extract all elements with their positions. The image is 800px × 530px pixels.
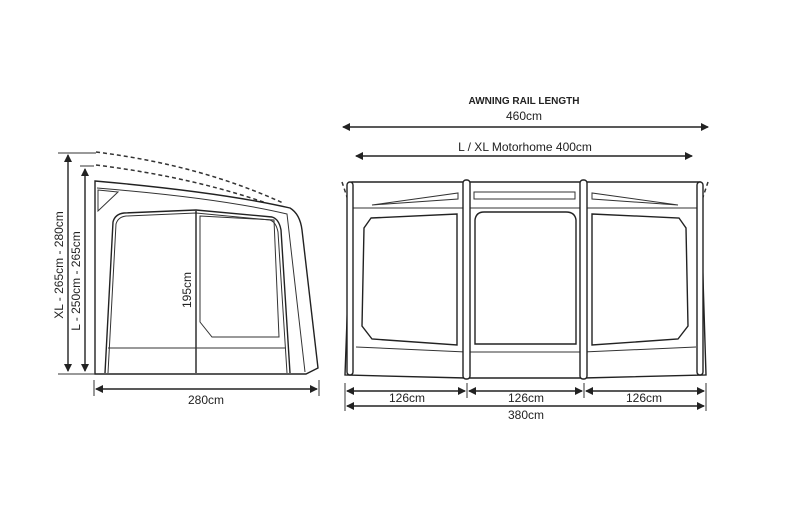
l-height-label: L - 250cm - 265cm: [69, 231, 83, 331]
side-window-frame: [104, 209, 291, 374]
xl-roof-outline: [95, 151, 284, 204]
pole-right: [696, 181, 704, 376]
door-window: [199, 215, 280, 338]
door-height-label: 195cm: [180, 272, 194, 308]
front-view: AWNING RAIL LENGTH 460cm L / XL Motorhom…: [341, 96, 709, 422]
panel-2-label: 126cm: [508, 391, 544, 405]
panel-1-label: 126cm: [389, 391, 425, 405]
rail-length-title: AWNING RAIL LENGTH: [469, 96, 580, 107]
right-window: [591, 213, 689, 346]
total-width-label: 380cm: [508, 408, 544, 422]
corner-vent: [97, 189, 120, 213]
centre-window: [474, 211, 577, 345]
side-view: XL - 265cm - 280cm L - 250cm - 265cm 195…: [52, 151, 320, 407]
pole-centre-left: [462, 179, 471, 380]
pole-left: [346, 181, 354, 376]
left-window: [361, 213, 458, 346]
roof-inner-line: [96, 187, 306, 373]
l-roof-outline: [95, 164, 281, 209]
pole-centre-right: [579, 179, 588, 380]
side-awning-body: [94, 180, 319, 375]
xl-height-label: XL - 265cm - 280cm: [52, 211, 66, 319]
panel-3-label: 126cm: [626, 391, 662, 405]
motorhome-length-label: L / XL Motorhome 400cm: [458, 140, 592, 154]
depth-label: 280cm: [188, 393, 224, 407]
rail-length-label: 460cm: [506, 109, 542, 123]
